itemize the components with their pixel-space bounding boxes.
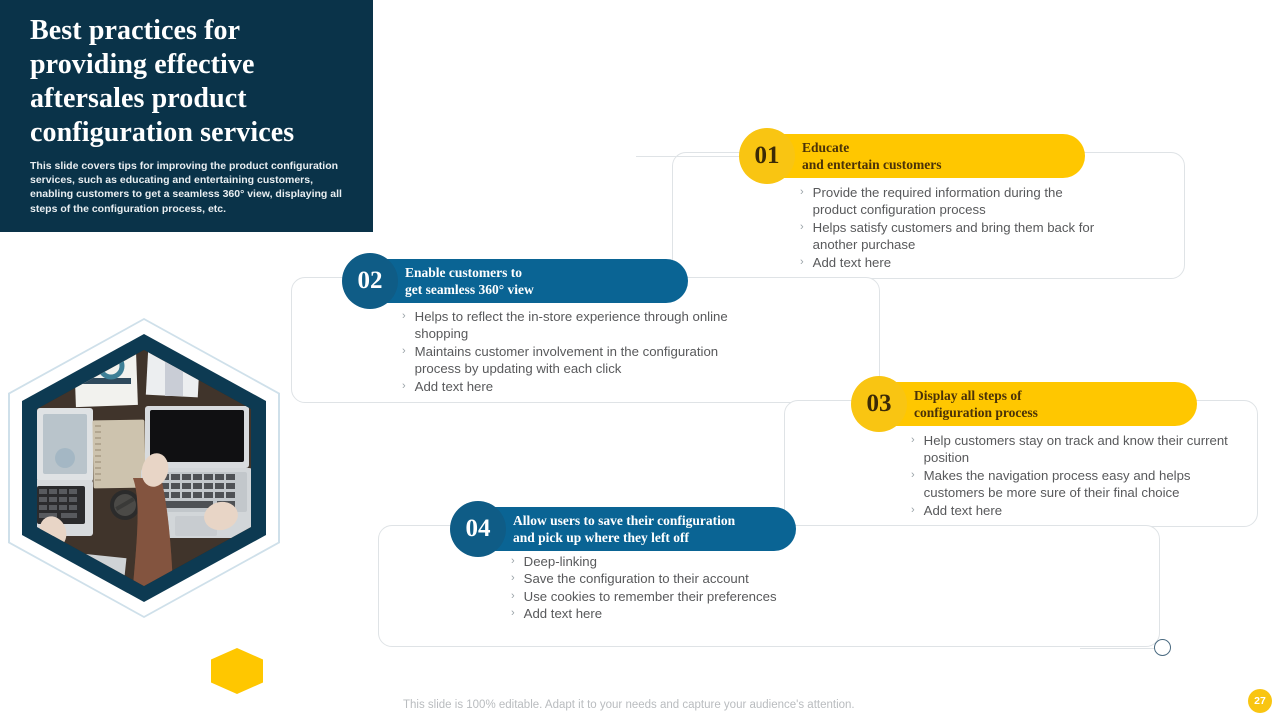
chevron-right-icon: › [511, 572, 515, 585]
list-item: › Provide the required information durin… [800, 184, 1100, 219]
chevron-right-icon: › [911, 468, 915, 481]
list-item: › Add text here [911, 502, 1251, 519]
step-number-badge-03[interactable]: 03 [851, 376, 907, 432]
step-heading-line2-04: and pick up where they left off [513, 530, 690, 545]
connector-line-01 [636, 156, 748, 157]
step-header-04[interactable]: Allow users to save their configuration … [471, 507, 796, 551]
bullet-text: Helps to reflect the in-store experience… [414, 309, 728, 342]
step-number-badge-04[interactable]: 04 [450, 501, 506, 557]
bullet-text: Add text here [812, 254, 892, 270]
chevron-right-icon: › [800, 255, 804, 268]
step-heading-line1-01: Educate [802, 140, 850, 155]
editable-note: This slide is 100% editable. Adapt it to… [403, 699, 855, 711]
chevron-right-icon: › [402, 310, 406, 322]
list-item: › Use cookies to remember their preferen… [511, 588, 911, 605]
page-subtitle: This slide covers tips for improving the… [30, 160, 342, 215]
bullet-text: Helps satisfy customers and bring them b… [812, 219, 1095, 253]
bullet-text: Provide the required information during … [812, 185, 1063, 218]
bullet-text: Use cookies to remember their preference… [523, 588, 777, 604]
flow-end-dot [1154, 639, 1171, 656]
step-header-01[interactable]: Educate and entertain customers [760, 134, 1085, 178]
hexagon-image-frame [8, 318, 280, 694]
connector-line-end [1080, 648, 1156, 649]
step-bullets-03: › Help customers stay on track and know … [911, 432, 1251, 519]
list-item: › Add text here [511, 605, 911, 622]
bullet-text: Maintains customer involvement in the co… [414, 343, 719, 377]
step-header-02[interactable]: Enable customers to get seamless 360° vi… [363, 259, 688, 303]
hexagon-accent-shape [211, 648, 263, 694]
chevron-right-icon: › [511, 607, 515, 620]
title-panel: Best practices for providing effective a… [0, 0, 373, 232]
chevron-right-icon: › [402, 379, 406, 392]
chevron-right-icon: › [511, 589, 515, 602]
bullet-text: Help customers stay on track and know th… [923, 433, 1228, 466]
step-heading-line1-03: Display all steps of [914, 388, 1022, 403]
step-number-badge-02[interactable]: 02 [342, 253, 398, 309]
step-heading-line2-02: get seamless 360° view [405, 282, 534, 297]
workspace-photo [37, 350, 251, 586]
list-item: › Helps to reflect the in-store experien… [402, 308, 762, 343]
bullet-text: Add text here [923, 502, 1003, 518]
chevron-right-icon: › [800, 220, 804, 233]
step-heading-line1-04: Allow users to save their configuration [513, 513, 736, 528]
list-item: › Helps satisfy customers and bring them… [800, 219, 1100, 254]
step-bullets-01: › Provide the required information durin… [800, 184, 1100, 271]
chevron-right-icon: › [511, 555, 515, 567]
bullet-text: Add text here [414, 378, 494, 394]
step-heading-line2-01: and entertain customers [802, 157, 942, 172]
bullet-text: Save the configuration to their account [523, 571, 749, 587]
bullet-text: Makes the navigation process easy and he… [923, 467, 1191, 501]
chevron-right-icon: › [402, 344, 406, 357]
list-item: › Maintains customer involvement in the … [402, 343, 762, 378]
chevron-right-icon: › [911, 503, 915, 516]
chevron-right-icon: › [800, 186, 804, 198]
list-item: › Help customers stay on track and know … [911, 432, 1251, 467]
step-number-badge-01[interactable]: 01 [739, 128, 795, 184]
step-heading-line1-02: Enable customers to [405, 265, 522, 280]
page-title: Best practices for providing effective a… [30, 15, 295, 148]
list-item: › Makes the navigation process easy and … [911, 467, 1251, 502]
list-item: › Deep-linking [511, 553, 911, 570]
step-bullets-04: › Deep-linking › Save the configuration … [511, 553, 911, 623]
bullet-text: Deep-linking [523, 554, 597, 569]
step-header-03[interactable]: Display all steps of configuration proce… [872, 382, 1197, 426]
chevron-right-icon: › [911, 434, 915, 446]
step-heading-line2-03: configuration process [914, 405, 1038, 420]
list-item: › Add text here [402, 378, 762, 395]
step-bullets-02: › Helps to reflect the in-store experien… [402, 308, 762, 395]
list-item: › Save the configuration to their accoun… [511, 570, 911, 587]
page-number-badge: 27 [1248, 689, 1272, 713]
bullet-text: Add text here [523, 606, 603, 622]
list-item: › Add text here [800, 254, 1100, 271]
